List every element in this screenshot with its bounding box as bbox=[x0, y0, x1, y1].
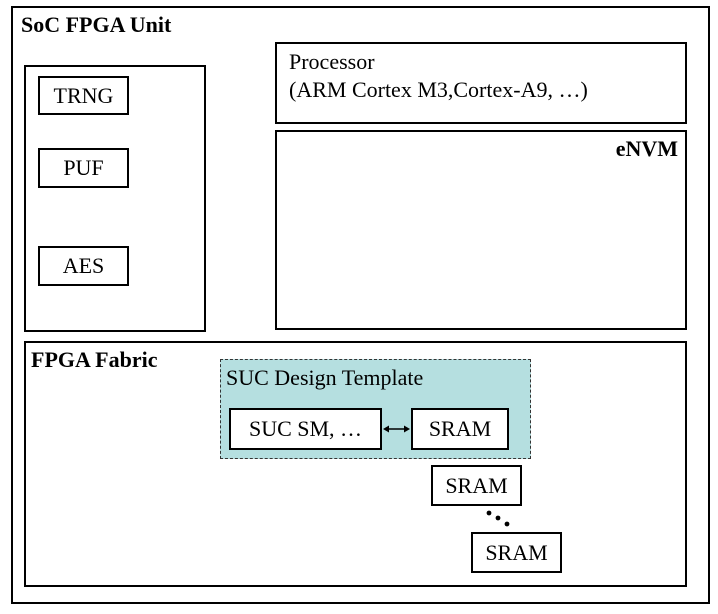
soc-fpga-unit-title: SoC FPGA Unit bbox=[21, 12, 172, 37]
fpga-fabric-title: FPGA Fabric bbox=[31, 347, 158, 372]
puf-block: PUF bbox=[38, 148, 129, 188]
aes-label: AES bbox=[62, 253, 105, 278]
envm-block bbox=[275, 130, 687, 330]
sram-2-label: SRAM bbox=[445, 472, 508, 498]
processor-title: Processor bbox=[289, 49, 375, 74]
aes-block: AES bbox=[38, 246, 129, 286]
processor-subtitle: (ARM Cortex M3,Cortex-A9, …) bbox=[289, 77, 588, 102]
puf-label: PUF bbox=[63, 155, 104, 180]
trng-block: TRNG bbox=[38, 76, 129, 115]
template-sram-block: SRAM bbox=[411, 408, 509, 450]
template-sram-label: SRAM bbox=[428, 416, 492, 441]
sram-3-label: SRAM bbox=[485, 539, 548, 565]
sram-block-3: SRAM bbox=[471, 532, 562, 573]
suc-sm-label: SUC SM, … bbox=[248, 416, 363, 441]
trng-label: TRNG bbox=[53, 82, 114, 108]
sram-block-2: SRAM bbox=[431, 465, 522, 506]
suc-state-machine-block: SUC SM, … bbox=[229, 408, 382, 450]
envm-title: eNVM bbox=[615, 136, 678, 161]
processor-block bbox=[275, 42, 687, 124]
suc-design-template-title: SUC Design Template bbox=[226, 365, 424, 390]
